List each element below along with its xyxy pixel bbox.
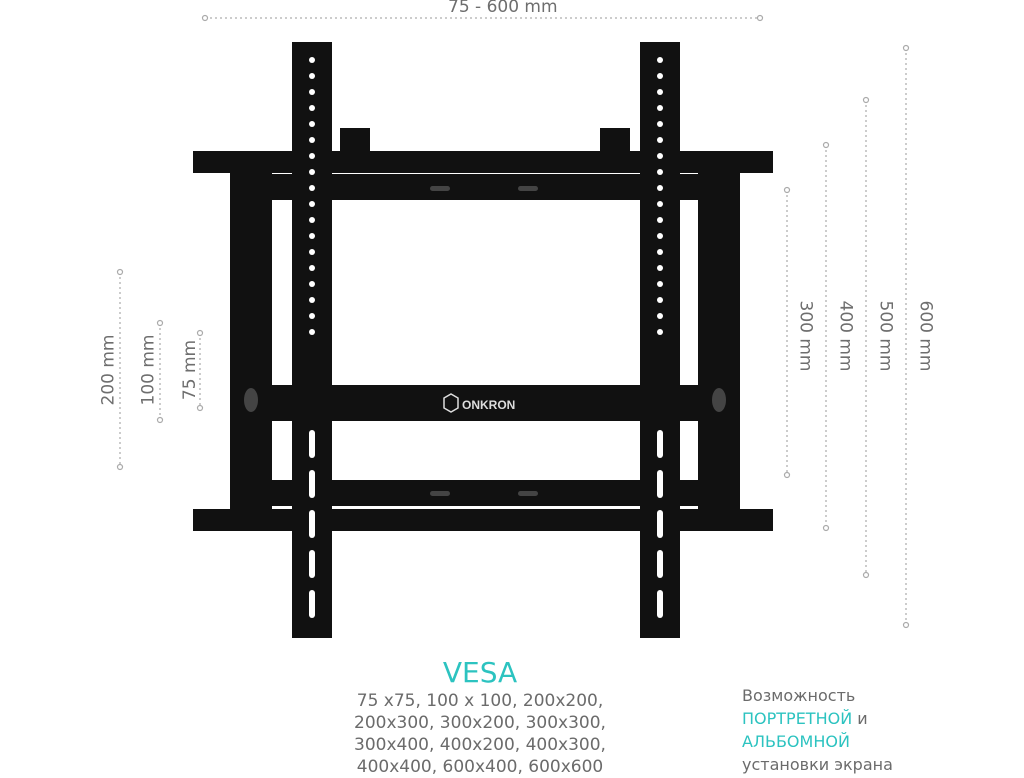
dim-label-100: 100 mm [138, 334, 159, 406]
mount-hole [657, 153, 663, 159]
dim-label-200: 200 mm [98, 334, 119, 406]
mount-hole [657, 137, 663, 143]
vesa-title: VESA [442, 656, 518, 689]
mount-hole [657, 313, 663, 319]
mount-hole [309, 105, 315, 111]
mount-hole [657, 329, 663, 335]
mount-hole [309, 281, 315, 287]
svg-text:ONKRON: ONKRON [462, 398, 515, 412]
and-label: и [852, 709, 868, 728]
dimension-lines [119, 17, 907, 625]
mount-hole [657, 297, 663, 303]
mount-hole [309, 169, 315, 175]
dim-label-75: 75 mm [180, 339, 201, 401]
vesa-line: 300x400, 400x200, 400x300, [354, 735, 606, 755]
landscape-label: АЛЬБОМНОЙ [742, 732, 850, 751]
vesa-line: 400x400, 600x400, 600x600 [356, 757, 604, 777]
mount-hole [657, 217, 663, 223]
mount-hole [309, 297, 315, 303]
orientation-line: установки экрана [742, 755, 893, 774]
mount-hole [309, 249, 315, 255]
mount-hole [657, 89, 663, 95]
mount-hole [309, 233, 315, 239]
mount-hole [657, 201, 663, 207]
mount-hole [657, 57, 663, 63]
middle-bar [265, 385, 705, 421]
mount-hole [309, 121, 315, 127]
mount-slot [657, 550, 663, 578]
dim-label-500: 500 mm [875, 300, 896, 372]
dim-label-400: 400 mm [835, 300, 856, 372]
lower-rail [268, 480, 700, 506]
bottom-crossbar [193, 509, 773, 531]
top-crossbar [193, 151, 773, 173]
mount-hole [657, 121, 663, 127]
mount-slot [309, 510, 315, 538]
mount-hole [657, 169, 663, 175]
mount-slot [309, 430, 315, 458]
mount-slot [657, 590, 663, 618]
orientation-note: Возможность ПОРТРЕТНОЙ и АЛЬБОМНОЙ устан… [742, 684, 893, 776]
mount-slot [657, 430, 663, 458]
mount-hole [309, 153, 315, 159]
mount-slot [309, 550, 315, 578]
mount-hole [309, 217, 315, 223]
wall-mount [193, 42, 773, 638]
vesa-line: 75 x75, 100 x 100, 200x200, [356, 691, 604, 711]
mount-hole [309, 329, 315, 335]
mount-hole [309, 89, 315, 95]
mount-hole [309, 201, 315, 207]
left-vertical-arm [292, 42, 332, 638]
vesa-line: 200x300, 300x200, 300x300, [354, 713, 606, 733]
right-side-bracket [698, 168, 740, 516]
portrait-label: ПОРТРЕТНОЙ [742, 709, 853, 728]
mount-hole [657, 281, 663, 287]
mount-slot [657, 470, 663, 498]
onkron-logo: ONKRON [443, 393, 515, 413]
dim-label-600: 600 mm [915, 300, 936, 372]
mount-hole [657, 73, 663, 79]
mount-slot [309, 470, 315, 498]
upper-rail [268, 174, 700, 200]
mount-hole [309, 57, 315, 63]
mount-hole [657, 249, 663, 255]
dim-label-300: 300 mm [795, 300, 816, 372]
mount-hole [309, 185, 315, 191]
right-vertical-arm [640, 42, 680, 638]
orientation-line: Возможность [742, 686, 856, 705]
mount-hole [309, 137, 315, 143]
mount-hole [657, 265, 663, 271]
mount-slot [309, 590, 315, 618]
mount-hole [657, 233, 663, 239]
tilt-knob-left [340, 128, 370, 152]
mount-hole [309, 313, 315, 319]
mount-hole [657, 185, 663, 191]
width-range-label: 75 - 600 mm [448, 0, 558, 17]
mount-hole [309, 73, 315, 79]
left-side-bracket [230, 168, 272, 516]
vesa-block: VESA 75 x75, 100 x 100, 200x200, 200x300… [330, 656, 630, 778]
mount-slot [657, 510, 663, 538]
mount-hole [657, 105, 663, 111]
mount-hole [309, 265, 315, 271]
tilt-knob-right [600, 128, 630, 152]
